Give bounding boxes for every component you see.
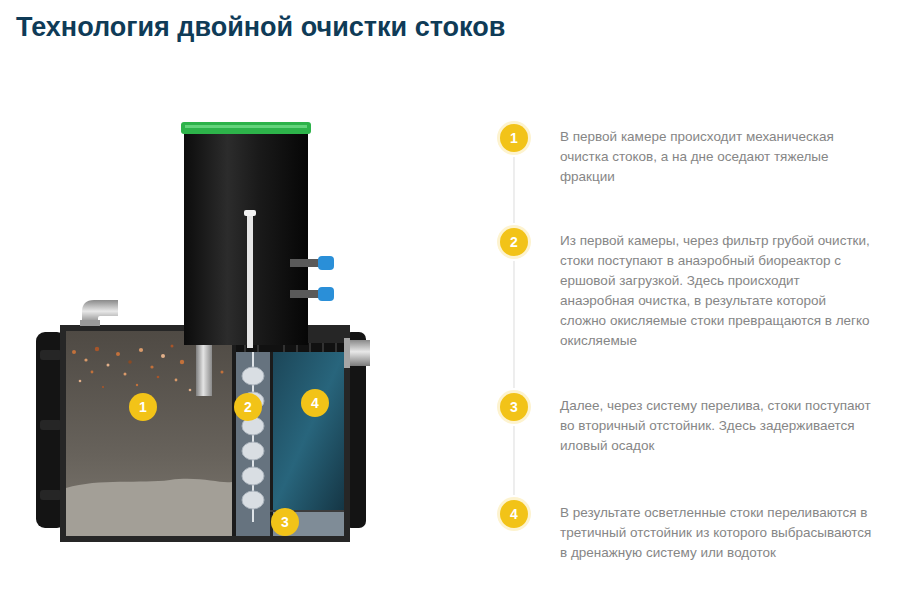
ruff-loading — [242, 350, 264, 522]
step-description: В результате осветленные стоки переливаю… — [560, 503, 875, 563]
timeline-connector — [513, 261, 514, 388]
tank-body — [60, 325, 350, 542]
service-cylinder — [181, 122, 311, 345]
callout-number: 3 — [500, 393, 528, 421]
callout-number: 2 — [500, 228, 528, 256]
callout-number: 3 — [271, 508, 299, 536]
partition — [270, 345, 273, 515]
sediment — [66, 479, 232, 536]
tertiary-settler — [273, 352, 344, 510]
air-pipe — [244, 210, 256, 348]
fittings — [290, 256, 334, 301]
step-badge: 2Из первой камеры, через фильтр грубой о… — [500, 228, 528, 256]
step-badge: 1В первой камере происходит механическая… — [500, 124, 528, 152]
callout-number: 1 — [500, 124, 528, 152]
timeline-connector — [513, 157, 514, 223]
callout-circle: 1 — [129, 393, 157, 421]
diagram-title: Технология двойной очистки стоков — [16, 12, 505, 43]
callout-number: 4 — [301, 389, 329, 417]
callout-circle: 4 — [301, 389, 329, 417]
anaerobic-bioreactor — [236, 345, 270, 536]
step-badge: 3Далее, через систему перелива, стоки по… — [500, 393, 528, 421]
step-badge: 4В результате осветленные стоки перелива… — [500, 500, 528, 528]
inlet-pipe — [80, 300, 118, 326]
callout-circle: 2 — [234, 393, 262, 421]
first-chamber — [66, 331, 232, 536]
outlet-pipe — [344, 338, 370, 368]
partition — [232, 331, 236, 536]
step-description: Из первой камеры, через фильтр грубой оч… — [560, 231, 875, 351]
callout-number: 1 — [129, 393, 157, 421]
step-description: Далее, через систему перелива, стоки пос… — [560, 396, 875, 456]
timeline-connector — [513, 426, 514, 495]
callout-number: 4 — [500, 500, 528, 528]
callout-number: 2 — [234, 393, 262, 421]
callout-circle: 3 — [271, 508, 299, 536]
step-description: В первой камере происходит механическая … — [560, 127, 875, 187]
